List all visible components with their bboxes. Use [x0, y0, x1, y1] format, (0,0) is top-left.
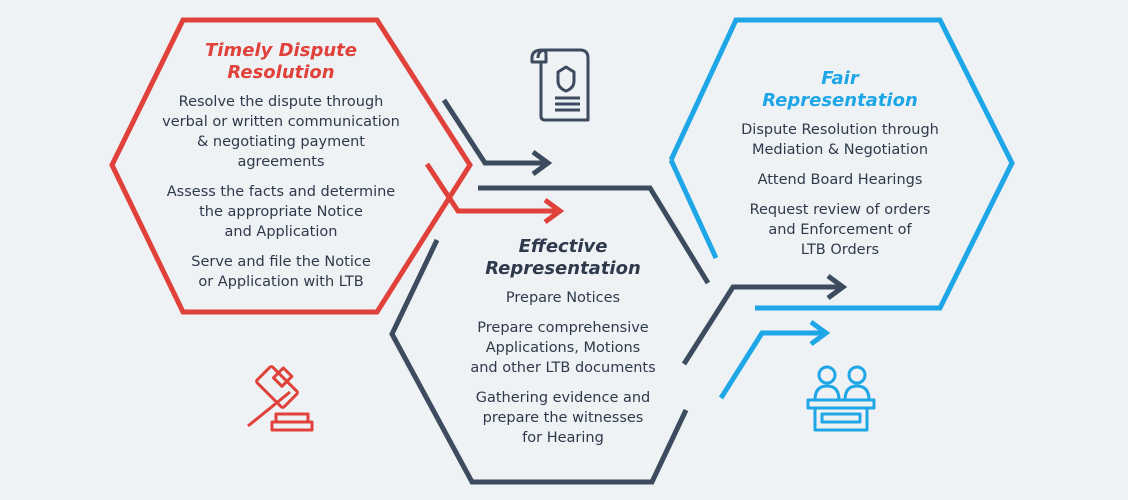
timely-item-1: Resolve the dispute through verbal or wr… — [162, 94, 400, 170]
timely-item-3: Serve and file the Notice or Application… — [191, 254, 371, 290]
red-arrow — [424, 162, 565, 225]
effective-title: Effective Representation — [485, 236, 641, 279]
blue-arrow — [718, 319, 831, 400]
effective-hexagon — [389, 185, 711, 485]
effective-item-3: Gathering evidence and prepare the witne… — [475, 390, 651, 446]
timely-item-2: Assess the facts and determine the appro… — [166, 184, 396, 240]
timely-title: Timely Dispute Resolution — [205, 40, 357, 83]
fair-title: Fair Representation — [762, 68, 918, 111]
effective-item-2: Prepare comprehensive Applications, Moti… — [470, 320, 656, 376]
fair-item-2: Attend Board Hearings — [757, 172, 923, 188]
timely-dispute-block: Timely Dispute Resolution Resolve the di… — [150, 40, 412, 302]
gavel-icon — [247, 365, 314, 432]
fair-hexagon — [668, 17, 1015, 311]
effective-item-1: Prepare Notices — [505, 290, 621, 306]
dark-arrow-top — [441, 98, 553, 177]
tribunal-panel-icon — [806, 365, 876, 432]
fair-representation-block: Fair Representation Dispute Resolution t… — [720, 68, 960, 270]
fair-item-1: Dispute Resolution through Mediation & N… — [741, 122, 939, 158]
dark-arrow-right — [681, 273, 848, 366]
timely-hexagon — [109, 17, 473, 315]
fair-item-3: Request review of orders and Enforcement… — [749, 202, 931, 258]
effective-representation-block: Effective Representation Prepare Notices… — [445, 236, 681, 458]
document-shield-icon — [530, 48, 590, 122]
